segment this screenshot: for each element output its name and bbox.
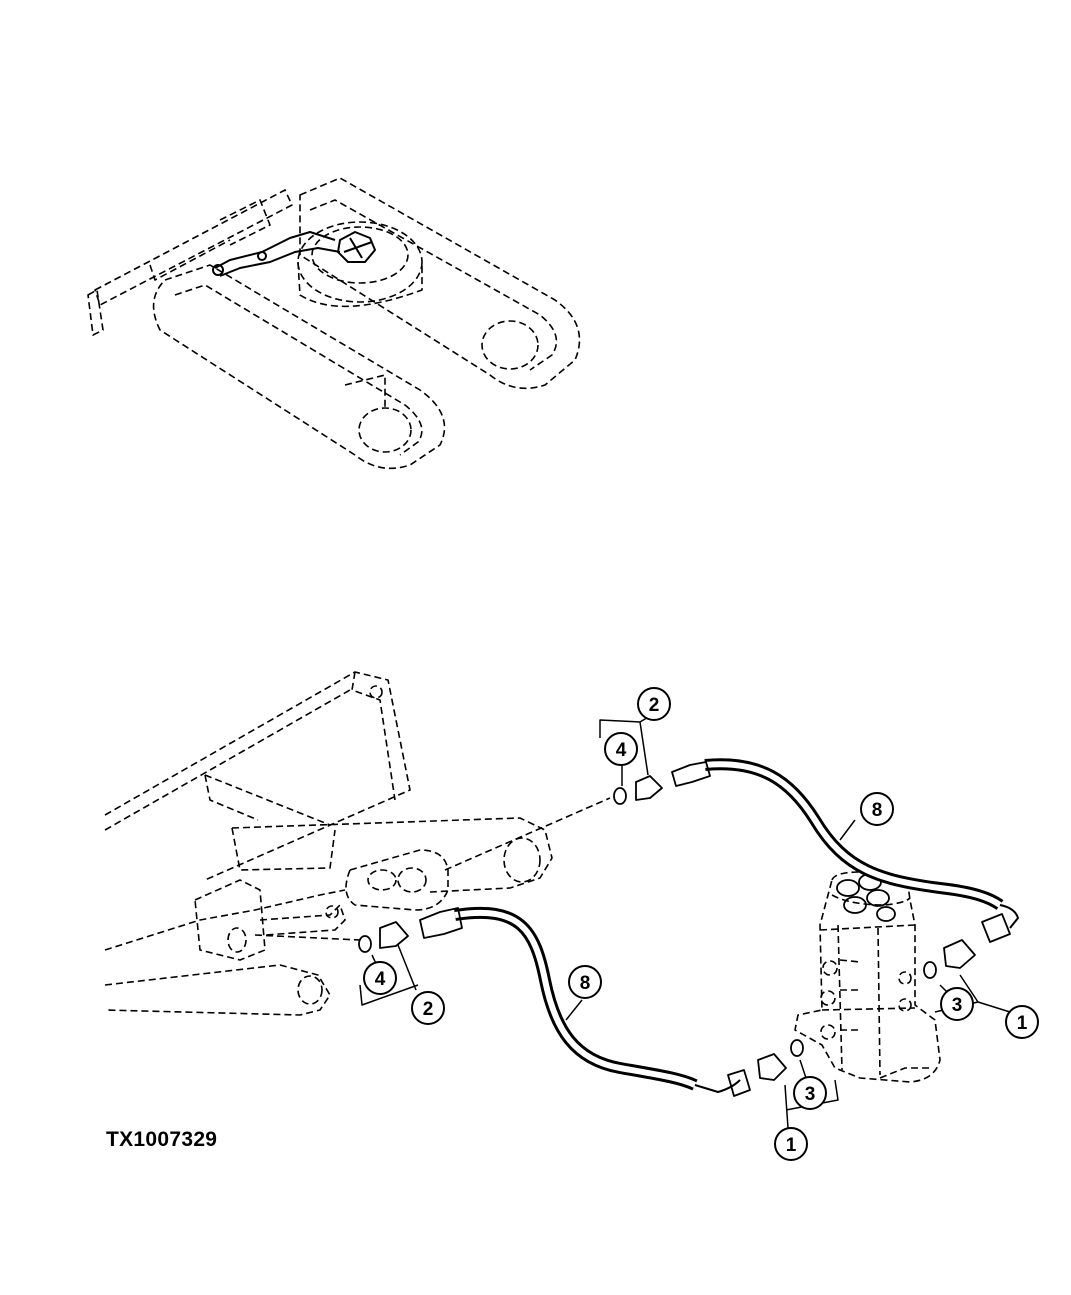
o-ring-3-right	[923, 961, 937, 979]
hose-lower	[454, 906, 741, 1093]
callout-label: 2	[423, 999, 434, 1020]
callout-leaders	[359, 715, 1011, 1129]
callout-4-lower: 4	[363, 961, 397, 995]
undercarriage-overview	[87, 177, 581, 470]
callouts: 2 4 8 4 2 8 3 1	[363, 687, 1039, 1161]
callout-2-upper: 2	[637, 687, 671, 721]
callout-label: 4	[375, 969, 386, 990]
o-ring-4-upper	[613, 787, 627, 805]
callout-label: 1	[786, 1135, 797, 1156]
callout-label: 8	[580, 973, 591, 994]
hose-end-right	[981, 913, 1011, 943]
hose-upper	[704, 758, 1019, 929]
callout-3-lower: 3	[793, 1076, 827, 1110]
adapter-2-upper	[635, 775, 663, 801]
blade-cylinder-context	[104, 671, 611, 1016]
front-idler-wheel	[358, 407, 412, 453]
adapter-1-lower	[757, 1053, 787, 1081]
blade-arm	[94, 189, 293, 306]
boom-frame	[104, 671, 411, 881]
rear-idler-wheel	[481, 320, 539, 370]
callout-2-lower: 2	[411, 991, 445, 1025]
callout-label: 8	[872, 800, 883, 821]
center-swivel-joint	[794, 871, 941, 1083]
hose-end-lower-right	[727, 1069, 751, 1097]
callout-1-right: 1	[1005, 1005, 1039, 1039]
fittings	[358, 761, 1011, 1097]
callout-8-upper: 8	[860, 792, 894, 826]
o-ring-3-lower	[790, 1039, 804, 1057]
rear-track-frame	[299, 177, 581, 390]
callout-label: 2	[649, 695, 660, 716]
cylinder-body	[345, 849, 449, 911]
adapter-2-lower	[379, 921, 409, 949]
hose-end-upper-left	[671, 761, 711, 787]
front-track-frame	[152, 264, 446, 470]
figure-id: TX1007329	[106, 1128, 218, 1151]
overview-swivel-detail	[212, 231, 376, 277]
callout-label: 1	[1017, 1013, 1028, 1034]
callout-4-upper: 4	[604, 732, 638, 766]
callout-1-lower: 1	[774, 1127, 808, 1161]
callout-8-lower: 8	[568, 965, 602, 999]
callout-label: 3	[952, 995, 963, 1016]
adapter-1-right	[943, 939, 976, 969]
callout-3-right: 3	[940, 987, 974, 1021]
callout-label: 3	[805, 1084, 816, 1105]
hose-end-lower-left	[419, 907, 463, 939]
callout-label: 4	[616, 740, 627, 761]
o-ring-4-lower	[358, 935, 372, 953]
